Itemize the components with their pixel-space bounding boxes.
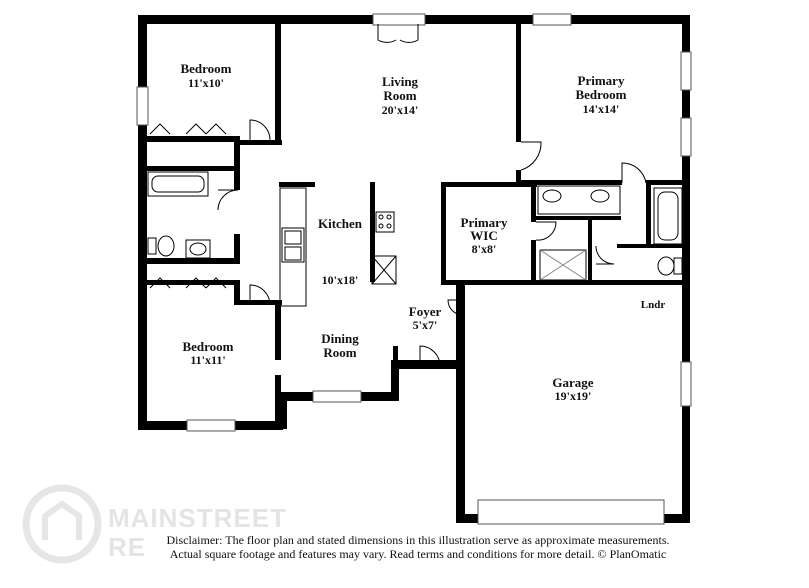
fixtures	[147, 171, 683, 307]
kitchen-counter	[279, 187, 307, 307]
bedroom-top-name: Bedroom	[180, 61, 231, 76]
disclaimer-line-2: Actual square footage and features may v…	[170, 547, 667, 561]
bathtub	[147, 171, 209, 197]
bedroom-bottom-dims: 11'x11'	[190, 353, 225, 367]
garage-name: Garage	[552, 375, 593, 390]
watermark-text-line1: MAINSTREET	[108, 503, 287, 533]
watermark-logo-icon	[22, 484, 102, 564]
bedroom-top-dims: 11'x10'	[188, 76, 224, 90]
disclaimer: Disclaimer: The floor plan and stated di…	[167, 533, 670, 561]
kitchen-sink	[281, 227, 305, 263]
primary-bathtub	[653, 187, 683, 245]
living-room-name-1: Living	[382, 74, 419, 89]
kitchen-name: Kitchen	[318, 216, 363, 231]
primary-wic-name-2: WIC	[470, 228, 497, 243]
dining-room-name-1: Dining	[321, 331, 359, 346]
foyer-dims: 5'x7'	[413, 318, 438, 332]
shower	[539, 249, 587, 281]
doors	[149, 24, 647, 367]
refrigerator	[371, 255, 397, 285]
watermark-logo: MAINSTREET RE	[22, 484, 287, 564]
laundry-name: Lndr	[641, 299, 666, 311]
living-room-name-2: Room	[383, 88, 416, 103]
kitchen-dims: 10'x18'	[322, 273, 359, 287]
windows	[136, 13, 692, 525]
stove	[375, 211, 395, 233]
primary-sink-counter	[537, 185, 621, 215]
primary-wic-dims: 8'x8'	[472, 242, 497, 256]
living-room-dims: 20'x14'	[382, 103, 419, 117]
sink	[185, 239, 211, 259]
room-labels: Bedroom 11'x10' Living Room 20'x14' Prim…	[180, 61, 665, 403]
watermark-logo-mark	[42, 500, 82, 540]
dining-room-name-2: Room	[323, 345, 356, 360]
primary-toilet	[657, 256, 675, 276]
foyer-name: Foyer	[409, 304, 442, 319]
watermark-text-line2: RE	[108, 532, 146, 562]
primary-wic-name-1: Primary	[461, 215, 508, 230]
toilet	[157, 235, 175, 257]
primary-bedroom-name-2: Bedroom	[575, 87, 626, 102]
primary-bedroom-dims: 14'x14'	[583, 102, 620, 116]
primary-bedroom-name-1: Primary	[578, 73, 625, 88]
disclaimer-line-1: Disclaimer: The floor plan and stated di…	[167, 533, 670, 547]
garage-dims: 19'x19'	[555, 389, 592, 403]
bedroom-bottom-name: Bedroom	[182, 339, 233, 354]
